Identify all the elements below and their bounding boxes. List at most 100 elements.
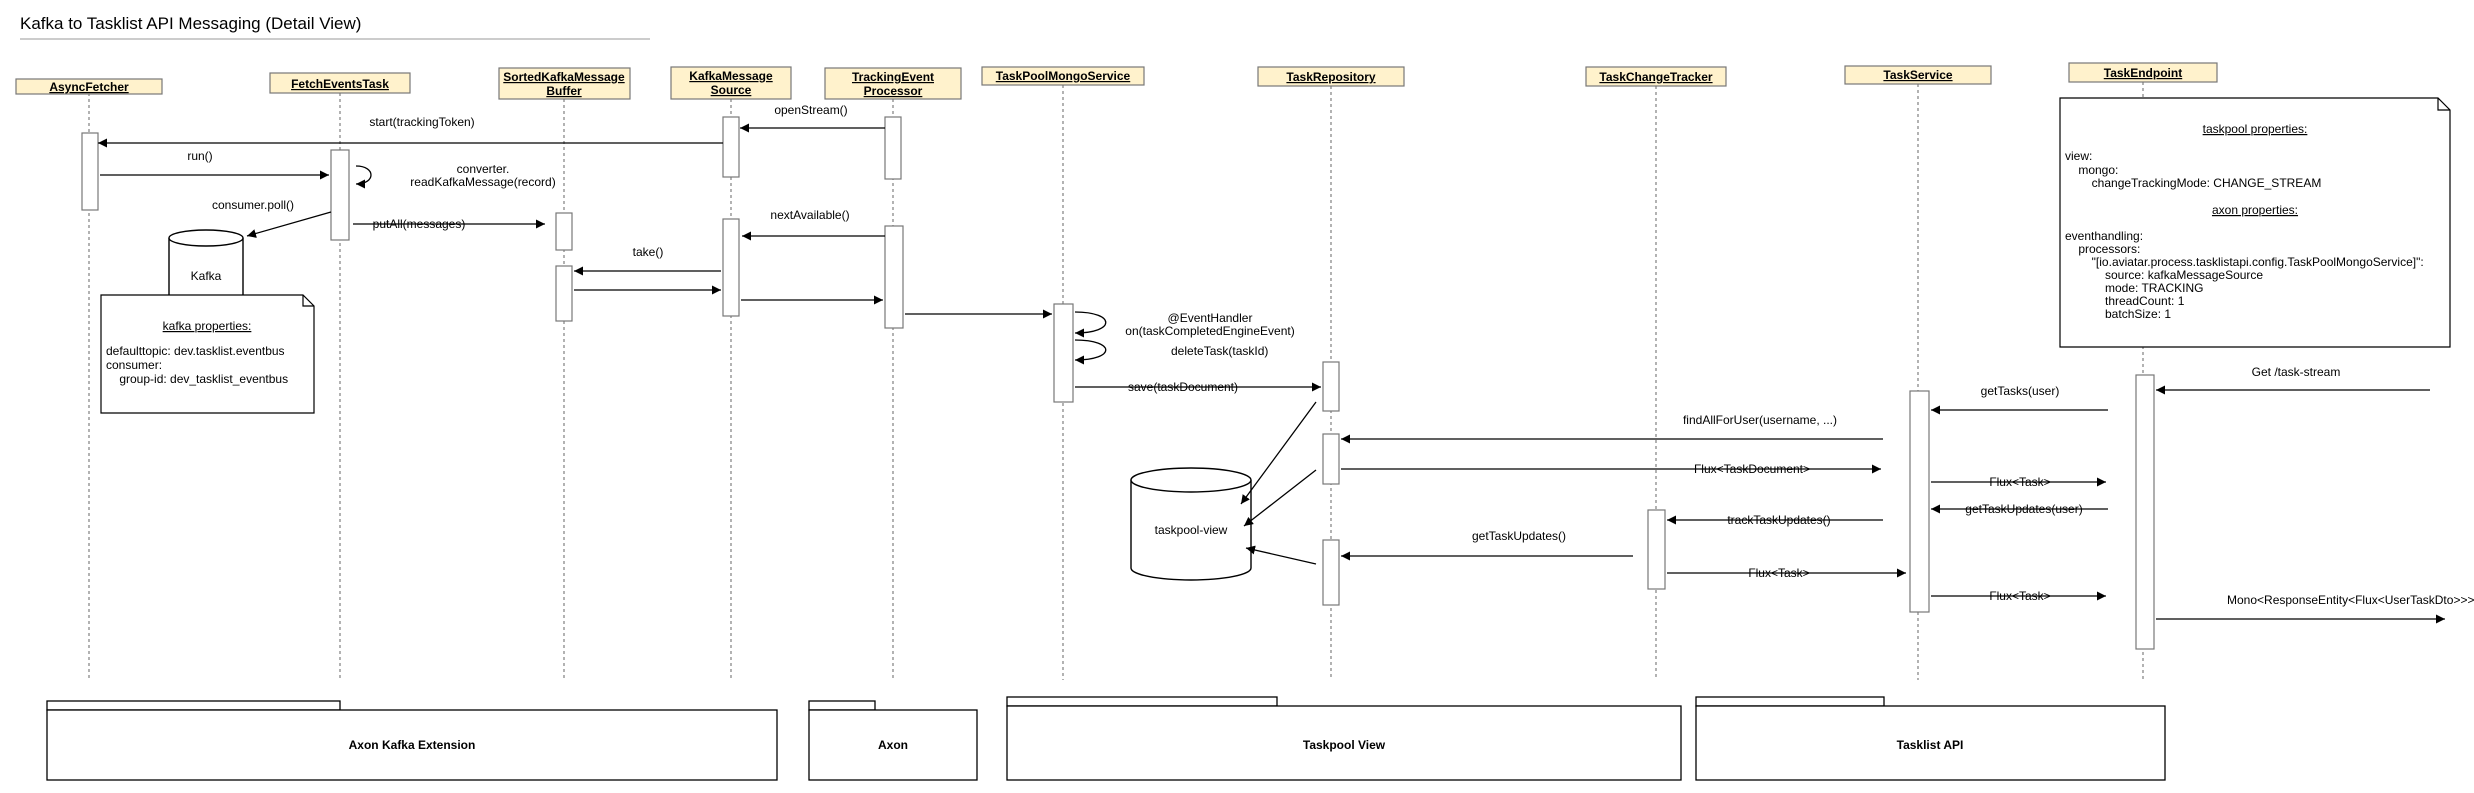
kafka-database: Kafka — [168, 229, 244, 311]
packages: Axon Kafka Extension Axon Taskpool View … — [46, 696, 2166, 781]
svg-text:TaskPoolMongoService: TaskPoolMongoService — [996, 69, 1131, 83]
svg-text:source: kafkaMessageSource: source: kafkaMessageSource — [2065, 268, 2263, 282]
arrow-deletetask-self — [1074, 339, 1107, 365]
activation-kafkasource-1 — [722, 116, 740, 178]
taskpool-view-database: taskpool-view — [1130, 467, 1252, 581]
svg-text:kafka properties:: kafka properties: — [163, 319, 252, 333]
label-take: take() — [633, 245, 664, 259]
arrow-poll — [246, 211, 332, 238]
svg-text:Taskpool View: Taskpool View — [1303, 738, 1386, 752]
label-fluxtask3: Flux<Task> — [1989, 589, 2050, 603]
label-tracktaskupdates: trackTaskUpdates() — [1727, 513, 1830, 527]
lifeline-trackingprocessor: TrackingEvent Processor — [824, 67, 962, 100]
svg-text:axon properties:: axon properties: — [2212, 203, 2298, 217]
label-gettasks: getTasks(user) — [1981, 384, 2060, 398]
svg-text:KafkaMessage: KafkaMessage — [689, 69, 773, 83]
label-start: start(trackingToken) — [369, 115, 474, 129]
svg-text:defaulttopic: dev.tasklist.eve: defaulttopic: dev.tasklist.eventbus — [106, 344, 285, 358]
label-eventhandler-2: on(taskCompletedEngineEvent) — [1125, 324, 1294, 338]
svg-text:taskpool-view: taskpool-view — [1155, 523, 1228, 537]
message-labels: start(trackingToken) openStream() run() … — [187, 103, 2474, 607]
label-putall: putAll(messages) — [373, 217, 466, 231]
activation-sortedbuffer-1 — [555, 212, 573, 251]
svg-text:"[io.aviatar.process.tasklista: "[io.aviatar.process.tasklistapi.config.… — [2065, 255, 2424, 269]
activation-trackingprocessor-1 — [884, 116, 902, 180]
svg-text:mode: TRACKING: mode: TRACKING — [2065, 281, 2203, 295]
label-mono: Mono<ResponseEntity<Flux<UserTaskDto>>> — [2227, 593, 2474, 607]
label-run: run() — [187, 149, 212, 163]
svg-text:taskpool properties:: taskpool properties: — [2203, 122, 2308, 136]
activation-taskchangetracker — [1647, 509, 1666, 590]
lifeline-kafkasource: KafkaMessage Source — [670, 66, 792, 100]
svg-text:Tasklist API: Tasklist API — [1897, 738, 1964, 752]
arrow-repo-db-3 — [1245, 545, 1317, 565]
lifeline-asyncfetcher: AsyncFetcher — [15, 78, 163, 95]
lifeline-sortedbuffer: SortedKafkaMessage Buffer — [498, 67, 631, 100]
svg-text:eventhandling:: eventhandling: — [2065, 229, 2143, 243]
svg-text:TaskChangeTracker: TaskChangeTracker — [1599, 70, 1712, 84]
lifeline-taskpoolmongo: TaskPoolMongoService — [981, 66, 1145, 86]
svg-text:Kafka: Kafka — [191, 269, 222, 283]
label-gettaskupdates-user: getTaskUpdates(user) — [1965, 502, 2082, 516]
svg-text:group-id: dev_tasklist_eventbu: group-id: dev_tasklist_eventbus — [106, 372, 288, 386]
svg-text:AsyncFetcher: AsyncFetcher — [49, 80, 129, 94]
svg-text:consumer:: consumer: — [106, 358, 162, 372]
lifeline-taskchangetracker: TaskChangeTracker — [1585, 66, 1727, 87]
svg-text:SortedKafkaMessage: SortedKafkaMessage — [503, 70, 625, 84]
label-save: save(taskDocument) — [1128, 380, 1238, 394]
label-eventhandler-1: @EventHandler — [1168, 311, 1253, 325]
arrow-repo-db-2 — [1243, 469, 1317, 527]
lifeline-taskrepository: TaskRepository — [1257, 66, 1405, 87]
svg-text:mongo:: mongo: — [2065, 163, 2118, 177]
arrow-repo-db-1 — [1240, 401, 1317, 505]
label-nextavailable: nextAvailable() — [770, 208, 849, 222]
label-openstream: openStream() — [774, 103, 847, 117]
svg-text:changeTrackingMode: CHANGE_STR: changeTrackingMode: CHANGE_STREAM — [2065, 176, 2321, 190]
svg-text:Buffer: Buffer — [546, 84, 582, 98]
package-taskpool-view: Taskpool View — [1006, 696, 1682, 781]
kafka-properties-note: kafka properties: defaulttopic: dev.task… — [100, 294, 315, 414]
svg-text:TaskService: TaskService — [1883, 68, 1952, 82]
svg-text:batchSize: 1: batchSize: 1 — [2065, 307, 2171, 321]
svg-text:Source: Source — [711, 83, 752, 97]
lifeline-headers: AsyncFetcher FetchEventsTask SortedKafka… — [15, 62, 2218, 100]
label-poll: consumer.poll() — [212, 198, 294, 212]
package-axon-kafka-extension: Axon Kafka Extension — [46, 700, 778, 781]
message-arrows — [98, 123, 2445, 624]
svg-text:TaskRepository: TaskRepository — [1286, 70, 1375, 84]
lifeline-taskendpoint: TaskEndpoint — [2068, 62, 2218, 83]
activation-taskpoolmongo — [1053, 303, 1074, 403]
package-tasklist-api: Tasklist API — [1695, 696, 2166, 781]
lifeline-lines — [88, 82, 2144, 680]
activation-fetcheventstask — [330, 149, 350, 241]
label-converter-1: converter. — [457, 162, 510, 176]
activation-taskrepository-1 — [1322, 361, 1340, 412]
arrow-converter-self — [355, 165, 372, 189]
svg-text:FetchEventsTask: FetchEventsTask — [291, 77, 389, 91]
label-converter-2: readKafkaMessage(record) — [410, 175, 555, 189]
activation-taskendpoint — [2135, 374, 2155, 650]
package-axon: Axon — [808, 700, 978, 781]
svg-text:TaskEndpoint: TaskEndpoint — [2104, 66, 2182, 80]
activation-asyncfetcher — [81, 132, 99, 211]
svg-text:Axon Kafka Extension: Axon Kafka Extension — [349, 738, 476, 752]
svg-text:view:: view: — [2065, 149, 2092, 163]
activation-kafkasource-2 — [722, 218, 740, 317]
activation-taskrepository-3 — [1322, 539, 1340, 606]
activation-trackingprocessor-2 — [884, 225, 904, 329]
svg-text:TrackingEvent: TrackingEvent — [852, 70, 934, 84]
arrow-eventhandler-self — [1074, 311, 1107, 338]
label-fluxtaskdoc: Flux<TaskDocument> — [1694, 462, 1810, 476]
svg-text:Axon: Axon — [878, 738, 908, 752]
activation-sortedbuffer-2 — [555, 265, 573, 322]
label-gettaskupdates: getTaskUpdates() — [1472, 529, 1566, 543]
diagram-title: Kafka to Tasklist API Messaging (Detail … — [20, 14, 361, 33]
svg-text:Processor: Processor — [864, 84, 923, 98]
activation-taskrepository-2 — [1322, 433, 1340, 485]
label-deletetask: deleteTask(taskId) — [1171, 344, 1268, 358]
activation-taskservice — [1909, 390, 1930, 613]
svg-text:threadCount: 1: threadCount: 1 — [2065, 294, 2185, 308]
lifeline-taskservice: TaskService — [1844, 65, 1992, 85]
taskpool-properties-note: taskpool properties: view: mongo: change… — [2059, 97, 2451, 348]
